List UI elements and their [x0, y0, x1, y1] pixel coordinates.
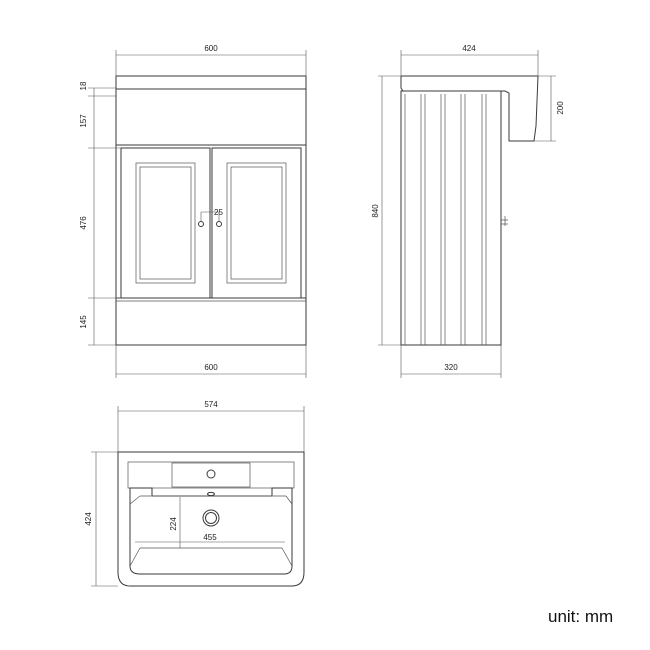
right-handle-knob	[216, 221, 222, 227]
bowl-width-label: 455	[203, 533, 217, 542]
unit-label: unit: mm	[548, 607, 614, 626]
basin-profile	[400, 75, 539, 142]
drain-inner	[205, 512, 217, 524]
side-view: 424 320 840 200	[371, 44, 565, 378]
cabinet-body	[115, 144, 307, 346]
side-handle-icon	[501, 216, 508, 226]
left-handle-knob	[198, 221, 204, 227]
overflow-slot	[207, 491, 215, 497]
handle-spacing-label: 25	[214, 208, 223, 217]
basin-front	[115, 88, 307, 146]
basin-top	[115, 75, 307, 90]
front-top-width-label: 600	[204, 44, 218, 53]
top-view-width-label: 574	[204, 400, 218, 409]
right-door-panel	[226, 162, 287, 284]
drain-outer	[202, 509, 220, 527]
total-height-label: 840	[371, 204, 380, 218]
height-476-label: 476	[79, 216, 88, 230]
tap-hole	[206, 469, 216, 479]
side-top-depth-label: 424	[462, 44, 476, 53]
top-view-depth-label: 424	[84, 512, 93, 526]
basin-deck	[127, 461, 295, 489]
left-door-panel	[135, 162, 196, 284]
right-door	[211, 147, 302, 299]
basin-bowl	[129, 487, 293, 575]
front-view: 25 600 600 18 157 476 145	[79, 44, 307, 378]
basin-height-label: 200	[556, 101, 565, 115]
tap-deck	[171, 462, 251, 488]
front-bottom-width-label: 600	[204, 363, 218, 372]
bowl-depth-label: 224	[169, 517, 178, 531]
left-door	[120, 147, 211, 299]
height-157-label: 157	[79, 114, 88, 128]
cabinet-side-body	[400, 90, 502, 346]
top-view: 455 224 574 424	[84, 400, 305, 587]
height-145-label: 145	[79, 315, 88, 329]
basin-outer-rim	[117, 451, 305, 587]
side-bottom-depth-label: 320	[444, 363, 458, 372]
height-18-label: 18	[79, 81, 88, 90]
